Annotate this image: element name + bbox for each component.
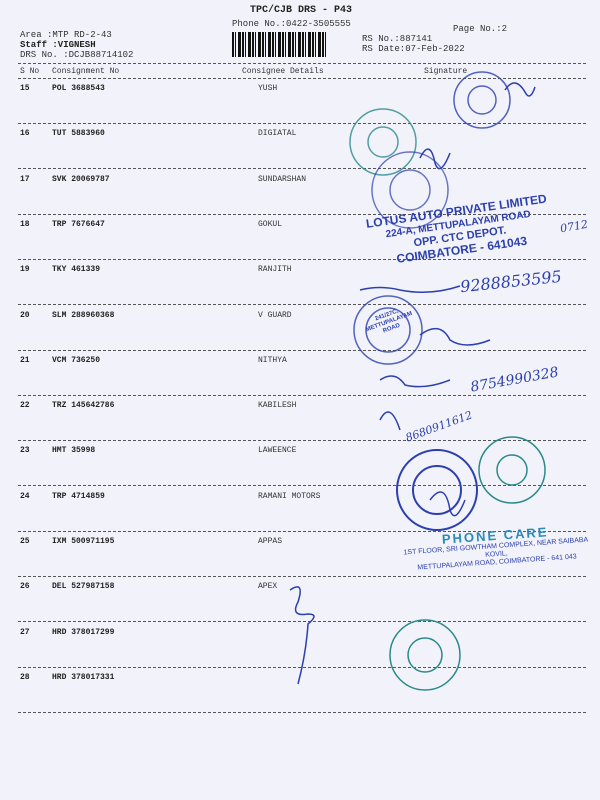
row-consignee: SUNDARSHAN xyxy=(258,174,307,184)
table-row: 19 TKY 461339 RANJITH xyxy=(0,265,600,277)
row-divider xyxy=(18,168,586,170)
row-sno: 25 xyxy=(20,537,30,546)
table-row: 20 SLM 288960368 V GUARD xyxy=(0,311,600,323)
row-consignment-no: TUT 5883960 xyxy=(52,129,105,139)
signature-scribble xyxy=(419,327,491,346)
area-field: Area :MTP RD-2-43 xyxy=(20,30,112,40)
row-sno: 20 xyxy=(20,310,30,320)
row-sno: 28 xyxy=(20,672,30,682)
column-header-consignment: Consignment No xyxy=(52,67,120,76)
table-row: 26 DEL 527987158 APEX xyxy=(0,582,600,594)
table-row: 17 SVK 20069787 SUNDARSHAN xyxy=(0,175,600,187)
digital-stamp xyxy=(349,108,417,176)
row-consignment-no: TRP 4714859 xyxy=(52,491,105,501)
row-consignment-no: TKY 461339 xyxy=(52,265,101,275)
row-sno: 17 xyxy=(20,174,30,184)
agro-stamp xyxy=(371,151,449,229)
row-sno: 19 xyxy=(20,265,30,275)
row-divider xyxy=(18,123,586,124)
row-consignee: APEX xyxy=(258,582,278,592)
table-row: 18 TRP 7676647 GOKUL xyxy=(0,220,600,232)
row-consignee: RANJITH xyxy=(258,265,292,275)
row-sno: 21 xyxy=(20,355,30,365)
signature-scribble xyxy=(359,285,461,293)
column-header-signature: Signature xyxy=(424,67,468,76)
row-consignment-no: TRP 7676647 xyxy=(52,219,105,229)
table-row: 15 POL 3688543 YUSH xyxy=(0,84,600,96)
row-sno: 26 xyxy=(20,582,30,592)
table-row: 27 HRD 378017299 xyxy=(0,628,600,640)
row-sno: 18 xyxy=(20,219,30,229)
signature-scribble xyxy=(379,411,401,431)
table-row: 28 HRD 378017331 xyxy=(0,673,600,685)
row-consignee: YUSH xyxy=(258,84,278,93)
page-number: Page No.:2 xyxy=(453,24,508,34)
row-divider xyxy=(18,440,586,442)
row-divider xyxy=(18,711,586,713)
row-divider xyxy=(18,621,586,623)
row-consignment-no: VCM 736250 xyxy=(52,355,101,365)
drs-number: DRS No. :DCJB88714102 xyxy=(20,50,134,60)
row-divider xyxy=(18,213,586,215)
table-row: 22 TRZ 145642786 KABILESH xyxy=(0,401,600,413)
row-consignment-no: IXM 500971195 xyxy=(52,537,115,546)
table-row: 16 TUT 5883960 DIGIATAL xyxy=(0,129,600,141)
divider xyxy=(18,78,586,79)
row-sno: 16 xyxy=(20,129,30,139)
handwritten-phone: 8754990328 xyxy=(469,364,560,396)
row-consignee: GOKUL xyxy=(258,219,283,229)
row-divider xyxy=(18,485,586,487)
document-title: TPC/CJB DRS - P43 xyxy=(250,5,353,16)
stamp-line: COIMBATORE - 641043 xyxy=(395,233,528,266)
row-sno: 24 xyxy=(20,491,30,501)
row-consignment-no: DEL 527987158 xyxy=(52,582,115,592)
row-consignee: RAMANI MOTORS xyxy=(258,491,321,501)
row-consignment-no: SVK 20069787 xyxy=(52,174,110,184)
row-sno: 27 xyxy=(20,627,30,637)
column-header-sno: S No xyxy=(20,67,40,76)
row-divider xyxy=(18,576,586,577)
table-row: 21 VCM 736250 NITHYA xyxy=(0,356,600,368)
row-divider xyxy=(18,258,586,260)
row-consignee: NITHYA xyxy=(258,355,287,365)
phone-number: Phone No.:0422-3505555 xyxy=(232,19,351,29)
row-divider xyxy=(18,349,586,351)
rs-date: RS Date:07-Feb-2022 xyxy=(362,44,465,54)
signature-scribble xyxy=(379,375,451,388)
ramani-stamp xyxy=(396,449,478,531)
table-row: 25 IXM 500971195 APPAS xyxy=(0,537,600,549)
row-consignment-no: HRD 378017331 xyxy=(52,672,115,682)
row-consignment-no: TRZ 145642786 xyxy=(52,401,115,411)
row-divider xyxy=(18,304,586,306)
vguard-stamp xyxy=(353,295,423,365)
yush-stamp xyxy=(453,71,511,129)
stamp-line: METTUPALAYAM ROAD, COIMBATORE - 641 043 xyxy=(417,553,577,572)
barcode xyxy=(232,32,328,57)
divider xyxy=(18,63,586,64)
row-consignment-no: HRD 378017299 xyxy=(52,627,115,637)
row-consignee: V GUARD xyxy=(258,310,292,320)
signature-scribble xyxy=(419,148,451,170)
row-consignee: DIGIATAL xyxy=(258,129,297,139)
row-sno: 22 xyxy=(20,401,30,411)
row-divider xyxy=(18,394,586,396)
row-consignment-no: POL 3688543 xyxy=(52,84,105,93)
row-consignment-no: HMT 35998 xyxy=(52,446,96,456)
row-consignee: KABILESH xyxy=(258,401,297,411)
rs-number: RS No.:887141 xyxy=(362,34,433,44)
row-consignee: LAWEENCE xyxy=(258,446,297,456)
table-row: 23 HMT 35998 LAWEENCE xyxy=(0,446,600,458)
row-divider xyxy=(18,666,586,668)
row-consignee: APPAS xyxy=(258,537,283,546)
staff-field: Staff :VIGNESH xyxy=(20,40,96,50)
row-divider xyxy=(18,530,586,532)
row-sno: 23 xyxy=(20,446,30,456)
table-row: 24 TRP 4714859 RAMANI MOTORS xyxy=(0,492,600,504)
column-header-consignee: Consignee Details xyxy=(242,67,324,76)
row-sno: 15 xyxy=(20,84,30,93)
row-consignment-no: SLM 288960368 xyxy=(52,310,115,320)
